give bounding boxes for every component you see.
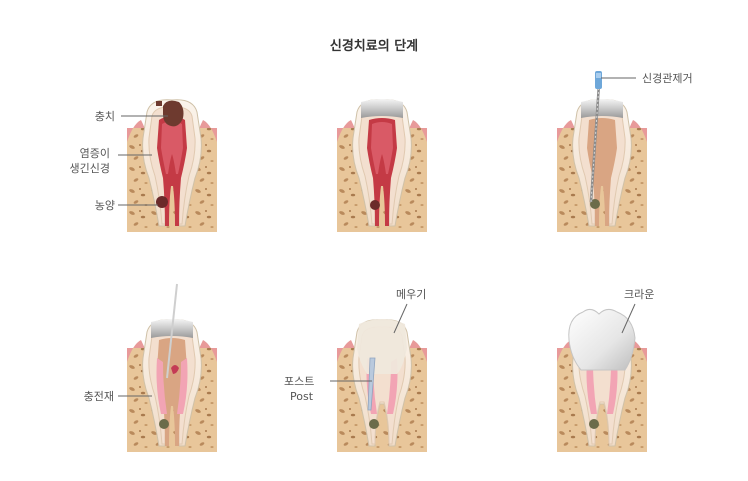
label-post-en: Post	[290, 390, 314, 403]
label-nerve-remover: 신경관제거	[642, 72, 693, 85]
tooth-stage-filling	[126, 283, 218, 453]
label-filling-material: 충전재	[83, 390, 114, 403]
label-post-ko: 포스트	[284, 375, 315, 388]
tooth-stage-nerve-removal	[556, 83, 648, 233]
label-crown: 크라운	[624, 288, 655, 301]
label-decay: 충치	[94, 110, 115, 123]
leader-lines	[118, 77, 636, 397]
tooth-stage-decay	[126, 99, 218, 233]
decay-fragment	[156, 101, 162, 106]
label-abscess: 농양	[94, 199, 115, 212]
label-inflamed-nerve: 염증이 생긴신경	[69, 147, 110, 175]
tooth-stage-post-filler	[336, 319, 428, 453]
file-handle	[595, 71, 602, 89]
page-title: 신경치료의 단계	[329, 39, 419, 54]
label-filler: 메우기	[396, 288, 427, 301]
tooth-stage-crown	[556, 308, 648, 453]
tooth-stage-opening	[336, 99, 428, 233]
